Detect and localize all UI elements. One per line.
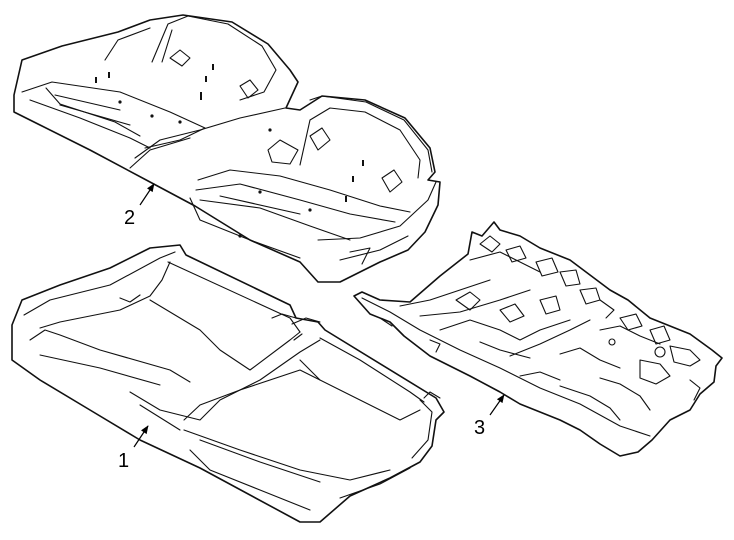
- callout-label-2: 2: [124, 207, 135, 229]
- callout-2: 2: [124, 183, 155, 229]
- floor-panel-part-3: [353, 221, 723, 457]
- callout-1: 1: [118, 425, 149, 472]
- seat-frame-part-2: [13, 14, 441, 283]
- callout-label-1: 1: [118, 450, 129, 472]
- seat-cushion-part-1: [11, 244, 445, 523]
- callout-label-3: 3: [474, 417, 485, 439]
- callout-3: 3: [474, 394, 505, 439]
